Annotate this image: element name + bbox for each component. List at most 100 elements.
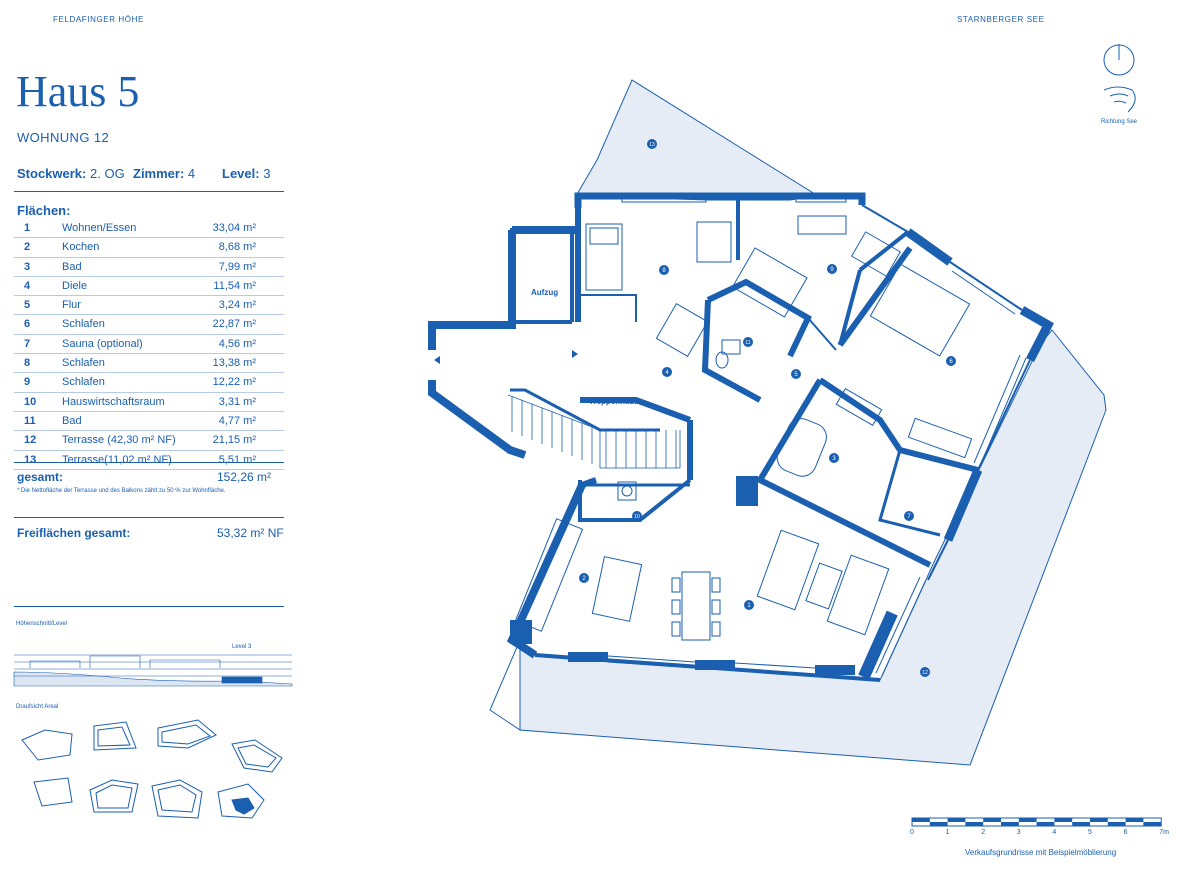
area-label: Schlafen: [62, 357, 105, 370]
room-marker-number: 12: [922, 670, 928, 676]
area-number: 6: [24, 318, 31, 331]
page-title: Haus 5: [16, 67, 140, 116]
area-value: 4,77 m²: [218, 414, 256, 427]
total-label: gesamt:: [17, 470, 64, 484]
area-number: 2: [24, 241, 31, 254]
wall-blocks: [510, 476, 898, 680]
section-level-label: Level 3: [232, 644, 252, 650]
free-area-label: Freiflächen gesamt:: [17, 526, 131, 540]
area-row: 4 Diele 11,54 m²: [14, 277, 284, 297]
room-marker-3: [829, 453, 839, 463]
scale-tick-label: 1: [945, 829, 950, 836]
room-marker-7: [904, 511, 914, 521]
area-number: 4: [24, 279, 31, 292]
scale-tick-label: 5: [1088, 829, 1092, 836]
divider: [14, 462, 284, 463]
room-marker-1: [744, 600, 754, 610]
scale-tick-label: 2: [981, 829, 986, 836]
room-marker-11: [743, 337, 753, 347]
area-value: 11,54 m²: [213, 279, 256, 292]
room-marker-13: [647, 139, 657, 149]
room-marker-number: 6: [949, 359, 953, 365]
area-label: Diele: [62, 279, 88, 292]
lake-direction-label: Richtung See: [1101, 119, 1138, 125]
siteplan-title: Draufsicht Areal: [16, 704, 59, 710]
area-number: 5: [24, 299, 31, 312]
room-marker-number: 2: [582, 576, 586, 582]
room-marker-number: 13: [649, 142, 655, 148]
floor-value: 2. OG: [90, 166, 125, 181]
area-value: 7,99 m²: [218, 260, 256, 273]
area-number: 9: [24, 376, 31, 389]
area-number: 12: [24, 434, 37, 447]
stairs-label: Treppenhaus: [589, 397, 639, 406]
divider: [14, 606, 284, 607]
floor-label: Stockwerk:: [17, 166, 87, 181]
divider: [14, 517, 284, 518]
furniture: [514, 215, 973, 641]
footnote: * Die Nettofläche der Terrasse und des B…: [17, 488, 226, 494]
areas-title: Flächen:: [17, 203, 71, 218]
level-value: 3: [263, 166, 271, 181]
room-marker-number: 8: [662, 268, 666, 274]
area-value: 13,38 m²: [212, 357, 256, 370]
area-value: 3,24 m²: [218, 299, 256, 312]
location-name: STARNBERGER SEE: [957, 15, 1045, 24]
scale-tick-label: 6: [1123, 829, 1128, 836]
area-number: 7: [24, 337, 31, 350]
divider: [14, 191, 284, 192]
room-marker-number: 9: [830, 267, 834, 273]
area-label: Schlafen: [62, 318, 105, 331]
room-marker-number: 4: [665, 370, 669, 376]
area-row: 6 Schlafen 22,87 m²: [14, 315, 284, 335]
site-plan: [21, 719, 283, 819]
area-value: 8,68 m²: [218, 241, 256, 254]
free-area-value: 53,32 m² NF: [217, 526, 284, 540]
area-label: Wohnen/Essen: [62, 222, 137, 234]
area-row: 1 Wohnen/Essen 33,04 m²: [14, 219, 284, 239]
lift-label: Aufzug: [531, 288, 558, 297]
room-marker-number: 3: [832, 456, 836, 462]
area-value: 22,87 m²: [212, 318, 256, 331]
rooms-value: 4: [187, 166, 196, 181]
room-marker-number: 1: [747, 603, 751, 609]
room-marker-number: 7: [907, 514, 911, 520]
area-label: Flur: [62, 299, 81, 312]
area-number: 11: [24, 414, 36, 427]
area-number: 1: [24, 222, 31, 234]
room-marker-2: [579, 573, 589, 583]
staircase: [507, 394, 681, 469]
area-value: 4,56 m²: [218, 337, 256, 350]
room-marker-number: 10: [634, 514, 640, 520]
scale-tick-label: 0: [910, 829, 914, 836]
area-label: Kochen: [62, 241, 100, 254]
entry-arrows: [434, 350, 578, 364]
area-value: 33,04 m²: [212, 222, 256, 234]
area-number: 10: [24, 395, 37, 408]
free-area-row: Freiflächen gesamt: 53,32 m² NF: [17, 526, 285, 540]
section-title: Höhenschnitt/Level: [16, 621, 68, 627]
height-section: [13, 654, 293, 687]
area-value: 12,22 m²: [212, 376, 256, 389]
total-value: 152,26 m²: [217, 470, 272, 484]
caption: Verkaufsgrundrisse mit Beispielmöblierun…: [965, 848, 1117, 857]
room-marker-9: [827, 264, 837, 274]
area-value: 3,31 m²: [218, 395, 256, 408]
project-name: FELDAFINGER HÖHE: [53, 15, 144, 24]
room-marker-number: 11: [745, 340, 750, 346]
room-labels: Aufzug Treppenhaus: [531, 288, 639, 406]
area-label: Bad: [62, 414, 82, 427]
room-marker-8: [659, 265, 669, 275]
room-marker-6: [946, 356, 956, 366]
area-label: Terrasse (42,30 m² NF): [62, 434, 176, 447]
